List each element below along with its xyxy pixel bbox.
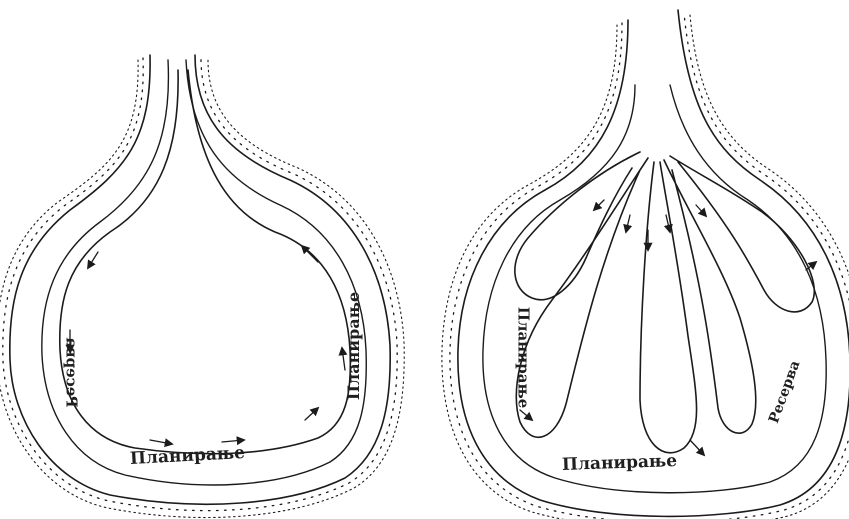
right-flow-loop-5: [670, 156, 814, 312]
left-arrow-4: [222, 440, 244, 442]
left-arrow-5: [305, 408, 318, 420]
left-right-label: Планирање: [346, 292, 362, 400]
right-arrow-5: [696, 205, 706, 216]
left-side-label: Ресерва: [64, 337, 79, 407]
left-flow-loop: [60, 70, 351, 454]
right-flow-loop-4: [664, 160, 756, 433]
left-arrow-7: [302, 246, 318, 262]
right-flow-loop-1: [515, 152, 640, 300]
left-arrow-1: [88, 252, 98, 268]
right-arrow-1: [594, 200, 604, 210]
right-outer-wall: [458, 10, 849, 516]
right-hatch-band: [442, 15, 849, 519]
right-arrow-6: [690, 440, 704, 455]
right-hatch-ticks: [450, 13, 849, 519]
right-flow-loop-3: [640, 162, 697, 453]
left-inner-wall: [42, 60, 366, 485]
right-bottom-label: Планирање: [562, 453, 678, 474]
right-left-label: Планирање: [515, 307, 530, 409]
left-arrow-3: [150, 440, 172, 444]
left-outer-wall: [10, 55, 390, 504]
right-flow-loop-2: [516, 158, 648, 437]
right-bulb: [442, 10, 849, 519]
right-inner-wall: [483, 85, 826, 493]
right-arrow-7: [520, 410, 532, 420]
right-arrow-2: [626, 215, 630, 232]
